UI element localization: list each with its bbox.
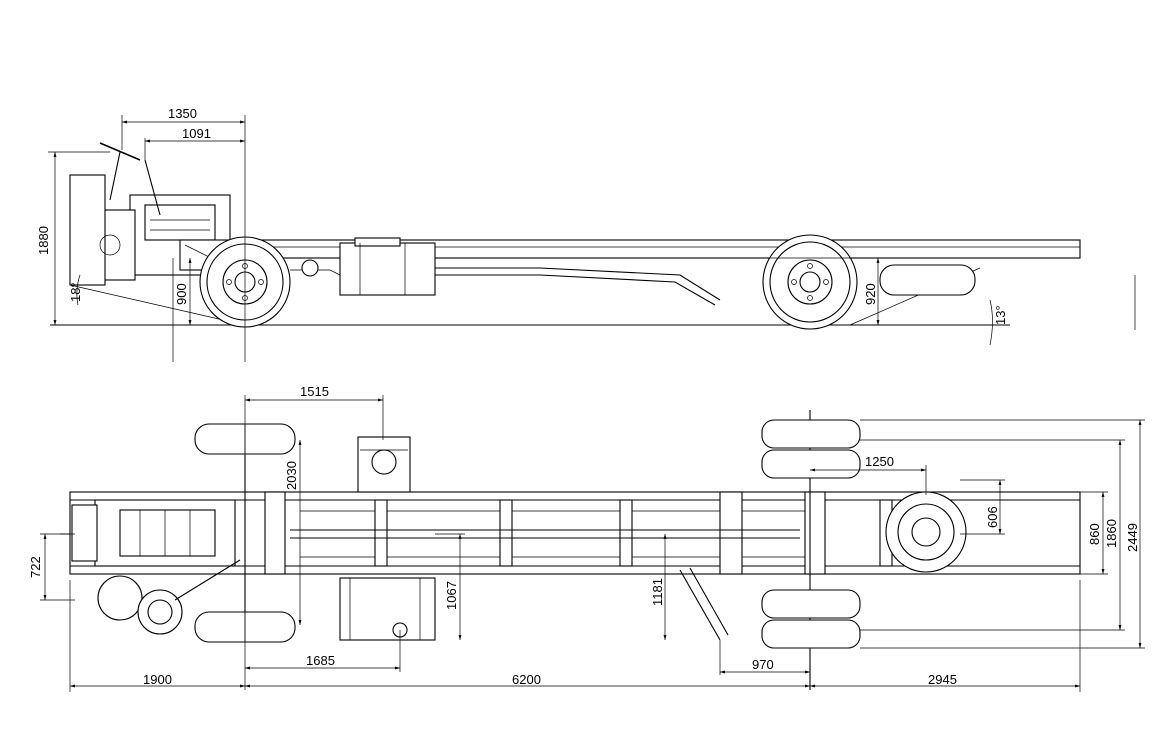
fuel-tank-top: [339, 577, 436, 641]
battery-box-top: [357, 436, 411, 493]
dim-1685: 1685: [306, 653, 335, 668]
rear-tyre-r1: [761, 589, 861, 619]
dim-722: 722: [28, 556, 43, 578]
dim-6200: 6200: [512, 672, 541, 687]
top-dimensions: 1515 2030 1250 606 860 1860 2449: [28, 384, 1145, 692]
dim-920: 920: [863, 283, 878, 305]
dim-1515: 1515: [300, 384, 329, 399]
dim-900: 900: [174, 283, 189, 305]
dim-2449: 2449: [1125, 523, 1140, 552]
air-tank-top: [137, 589, 183, 635]
dim-1860: 1860: [1104, 519, 1119, 548]
dim-1067: 1067: [444, 581, 459, 610]
spare-wheel-side: [879, 264, 976, 296]
rear-wheel-side: [762, 234, 858, 330]
top-view: 1515 2030 1250 606 860 1860 2449: [28, 384, 1145, 692]
rear-tyre-l2: [761, 449, 861, 479]
steering-wheel-side: [99, 142, 161, 216]
fuel-tank-side: [339, 237, 436, 296]
dim-1880: 1880: [36, 226, 51, 255]
side-dimensions: 1350 1091 1880 900 920 18° 13°: [36, 106, 1008, 362]
dim-970: 970: [752, 657, 774, 672]
steering-wheel-top: [97, 575, 143, 621]
dim-1181: 1181: [650, 578, 665, 606]
dim-860: 860: [1087, 523, 1102, 545]
dim-606: 606: [985, 506, 1000, 528]
dim-1900: 1900: [143, 672, 172, 687]
dim-2030: 2030: [284, 461, 299, 490]
dim-1350: 1350: [168, 106, 197, 121]
dim-approach-angle: 18°: [68, 282, 83, 302]
engine-block-side: [69, 174, 231, 286]
rear-tyre-r2: [761, 619, 861, 649]
rear-tyre-l1: [761, 419, 861, 449]
spare-wheel-top: [885, 491, 967, 573]
dim-1091: 1091: [182, 126, 211, 141]
dim-1250: 1250: [865, 454, 894, 469]
engine-top: [71, 499, 236, 567]
dim-departure-angle: 13°: [993, 305, 1008, 325]
side-view: 1350 1091 1880 900 920 18° 13°: [36, 106, 1136, 362]
dim-2945: 2945: [928, 672, 957, 687]
